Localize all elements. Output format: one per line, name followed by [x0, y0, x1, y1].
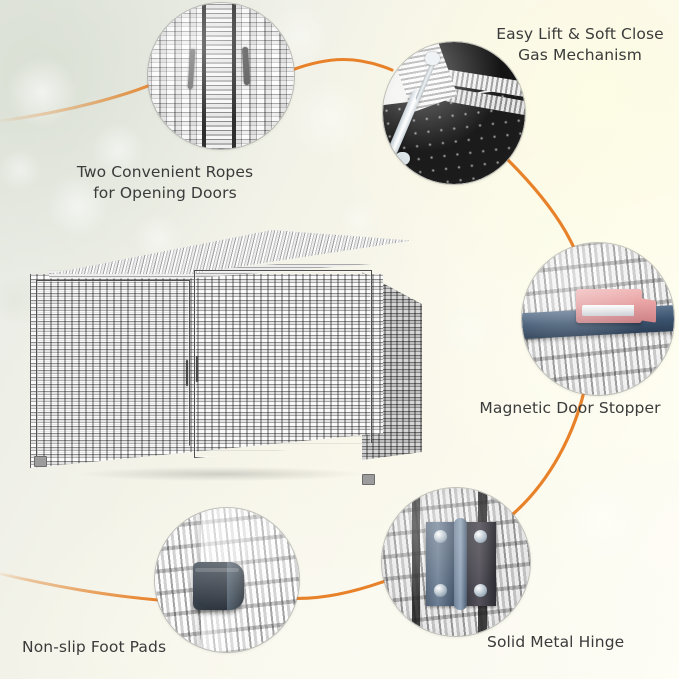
foot-pad-end-cap — [227, 562, 244, 610]
caption-ropes: Two Convenient Ropes for Opening Doors — [76, 163, 254, 202]
caption-gas-mechanism: Easy Lift & Soft Close Gas Mechanism — [496, 25, 664, 64]
bubble-shading-footpads — [155, 508, 299, 652]
bubble-shading-stopper — [522, 243, 674, 395]
box-door-right — [194, 270, 372, 458]
callout-circle-gas-mechanism — [383, 42, 525, 184]
box-lid-top — [49, 230, 412, 274]
door-center-post — [206, 3, 232, 149]
product-image — [10, 228, 430, 486]
hinge-screw-top-right — [474, 530, 487, 543]
callout-circle-metal-hinge — [382, 488, 530, 636]
hinge-screw-top-left — [434, 530, 447, 543]
gas-strut-upper-ball-joint — [425, 52, 440, 65]
door-handle-right — [196, 356, 198, 382]
box-foot-front-right — [362, 474, 375, 485]
product-shadow — [24, 464, 418, 484]
caption-foot-pads: Non-slip Foot Pads — [22, 638, 167, 656]
gas-strut-lower-ball-joint — [395, 152, 410, 165]
hinge-screw-bottom-left — [434, 584, 447, 597]
foot-pad-highlight — [195, 568, 239, 572]
callout-circle-foot-pads — [155, 508, 299, 652]
door-gap-left — [202, 3, 206, 149]
box-door-left — [36, 280, 190, 460]
hinge-door-gap-left — [412, 488, 420, 636]
box-front-panel — [30, 274, 383, 468]
magnet-strike-plate — [582, 305, 638, 316]
box-foot-front-left — [34, 456, 47, 467]
bubble-shading-ropes — [148, 3, 294, 149]
caption-magnetic-stopper: Magnetic Door Stopper — [479, 399, 661, 417]
caption-metal-hinge: Solid Metal Hinge — [487, 633, 625, 651]
door-handle-left — [186, 360, 188, 386]
hinge-barrel-pin — [454, 518, 467, 610]
bubble-shading-hinge — [382, 488, 530, 636]
door-gap-right — [232, 3, 236, 149]
callout-circle-ropes — [148, 3, 294, 149]
callout-circle-magnetic-stopper — [522, 243, 674, 395]
hinge-screw-bottom-right — [474, 584, 487, 597]
bubble-shading-gas — [383, 42, 525, 184]
